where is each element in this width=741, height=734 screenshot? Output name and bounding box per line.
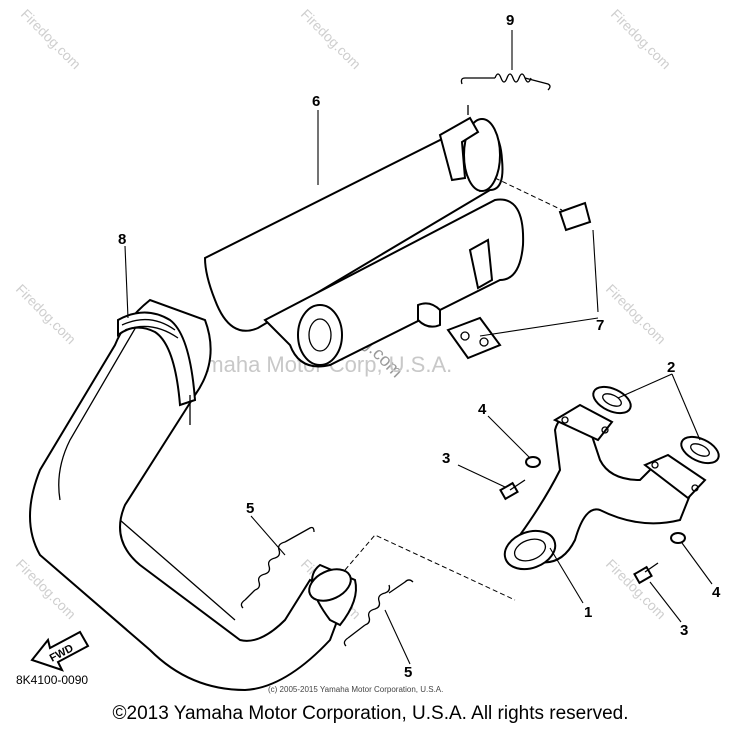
figure-code: 8K4100-0090 <box>16 673 88 687</box>
callout-4-lower: 4 <box>712 584 721 601</box>
gasket-upper <box>592 385 632 415</box>
y-joint-manifold <box>503 403 707 571</box>
callout-6: 6 <box>312 93 320 110</box>
spring-5-lower <box>343 579 414 647</box>
washer-lower <box>670 532 686 544</box>
upper-bracket <box>438 116 480 182</box>
callout-labels: 9 6 8 7 2 4 3 5 1 4 3 5 <box>118 12 721 681</box>
spring-9 <box>460 73 551 115</box>
watermark: Firedog.com <box>608 6 674 72</box>
lower-mount-plate <box>446 316 502 360</box>
flange-lower <box>643 453 707 500</box>
callout-9: 9 <box>506 12 514 29</box>
spring-5-upper <box>240 526 315 609</box>
bolt-lower <box>633 562 659 585</box>
watermark: Firedog.com <box>13 281 79 347</box>
callout-2: 2 <box>667 359 675 376</box>
leader-lines <box>124 30 713 665</box>
muffler-assembly <box>203 116 525 368</box>
watermark: Firedog.com <box>18 6 84 72</box>
exhaust-pipe <box>29 298 357 692</box>
flange-upper <box>552 403 614 442</box>
inner-copyright: (c) 2005-2015 Yamaha Motor Corporation, … <box>268 685 443 694</box>
callout-1: 1 <box>584 604 592 621</box>
watermark: Firedog.com <box>603 281 669 347</box>
callout-5-lower: 5 <box>404 664 412 681</box>
damper-pad <box>558 201 592 232</box>
tailpipe-outlet <box>297 304 343 366</box>
callout-3-lower: 3 <box>680 622 688 639</box>
joint-inlet <box>503 529 557 571</box>
watermark: Firedog.com <box>298 6 364 72</box>
callout-7: 7 <box>596 317 604 334</box>
header-pipe-inlet <box>308 568 352 602</box>
lower-bracket <box>468 238 494 290</box>
callout-3-upper: 3 <box>442 450 450 467</box>
bolt-upper <box>499 479 526 501</box>
callout-8: 8 <box>118 231 126 248</box>
callout-5-upper: 5 <box>246 500 254 517</box>
copyright-footer: ©2013 Yamaha Motor Corporation, U.S.A. A… <box>112 703 629 724</box>
callout-4-upper: 4 <box>478 401 487 418</box>
forward-arrow-label: FWD <box>48 642 76 664</box>
watermark: Firedog.com <box>603 556 669 622</box>
exhaust-pipe-outer <box>29 298 347 692</box>
forward-arrow: FWD <box>30 630 90 672</box>
gasket-lower <box>680 435 720 465</box>
gasket-wrap <box>117 311 197 407</box>
washer-upper <box>525 456 541 468</box>
